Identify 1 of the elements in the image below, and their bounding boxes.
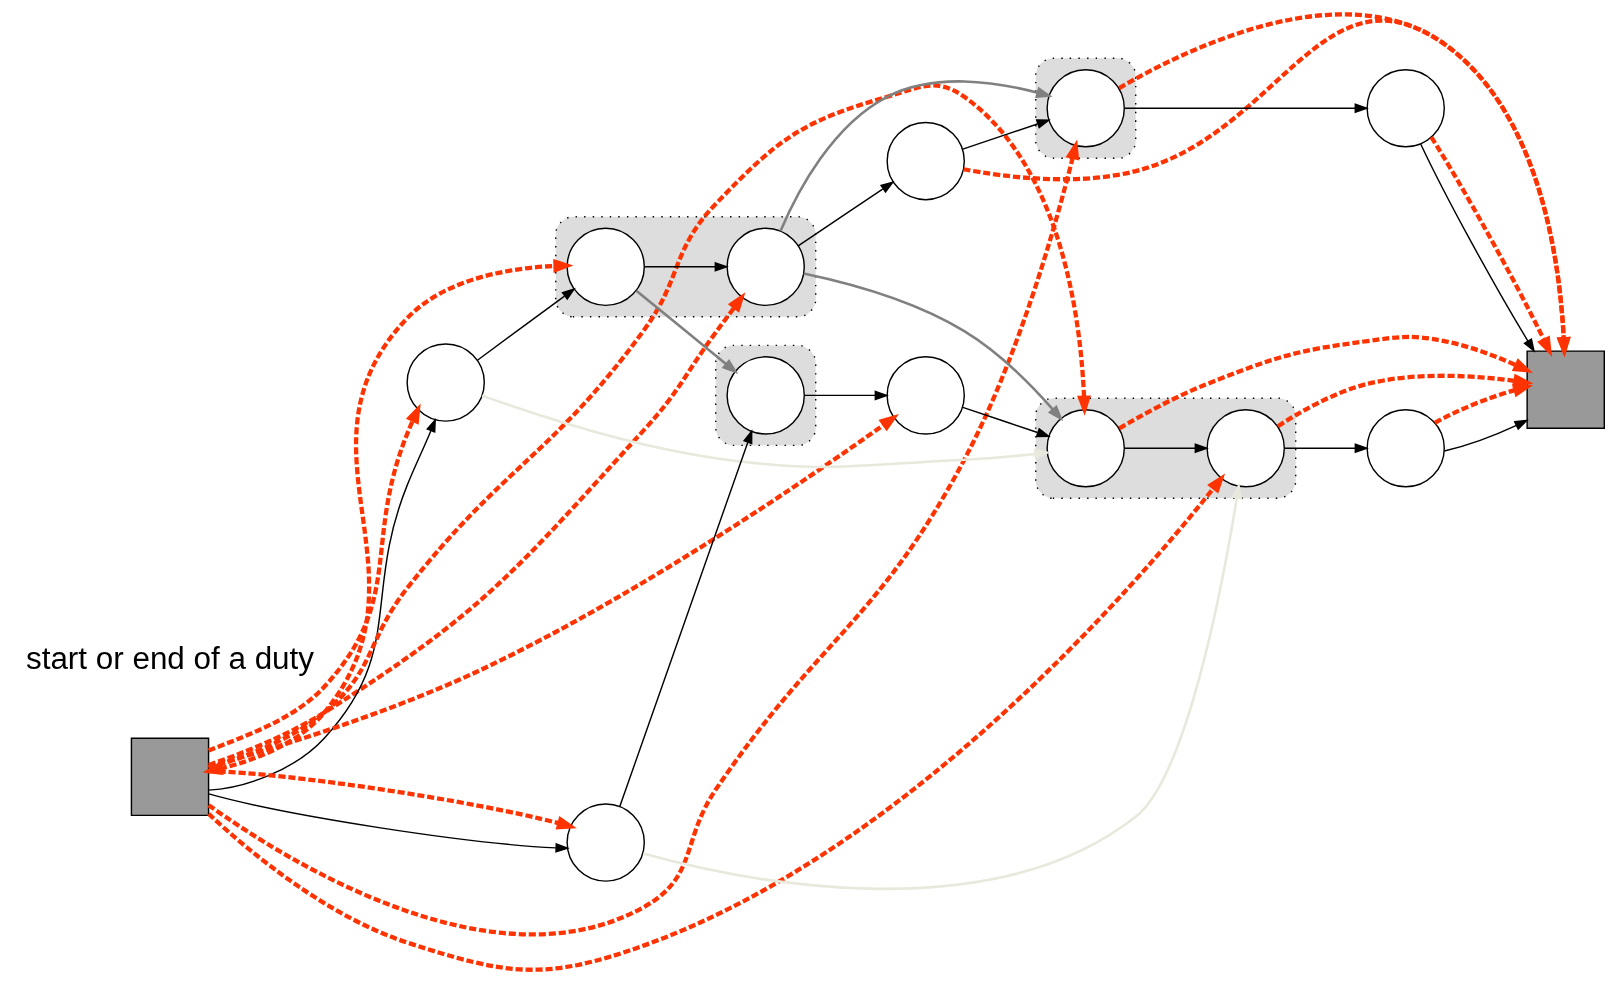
legend-label: start or end of a duty xyxy=(25,641,314,677)
